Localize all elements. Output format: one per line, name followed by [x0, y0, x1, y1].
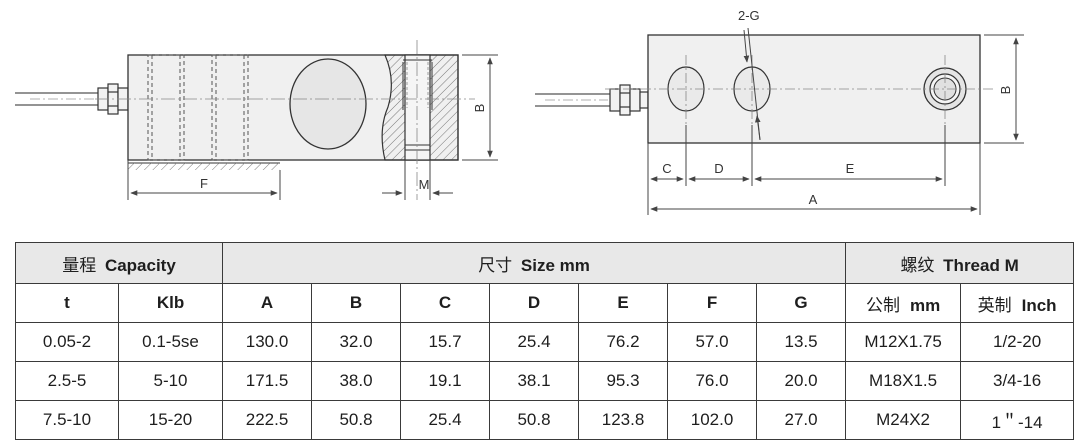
table-cell: 130.0: [222, 322, 313, 362]
table-row: 7.5-10 15-20 222.5 50.8 25.4 50.8 123.8 …: [15, 400, 1075, 440]
cable-gland-right: [609, 84, 649, 116]
table-cell: 0.1-5se: [117, 322, 224, 362]
col-t: t: [15, 283, 119, 323]
table-cell: 1/2-20: [960, 322, 1075, 362]
table-cell: M18X1.5: [845, 361, 962, 401]
table-cell: M12X1.75: [845, 322, 962, 362]
side-view: B F M: [15, 40, 498, 200]
table-cell: 32.0: [311, 322, 402, 362]
capacity-header: 量程 Capacity: [14, 242, 224, 284]
table-cell: M24X2: [845, 400, 962, 440]
cable-right: [535, 93, 610, 107]
table-cell: 57.0: [667, 322, 758, 362]
col-a: A: [222, 283, 313, 323]
col-klb: Klb: [117, 283, 224, 323]
table-cell: 15.7: [400, 322, 491, 362]
table-cell: 27.0: [756, 400, 847, 440]
table-cell: 50.8: [489, 400, 580, 440]
col-c: C: [400, 283, 491, 323]
dim-e-label: E: [846, 161, 855, 176]
spec-table: 量程 Capacity 尺寸 Size mm 螺纹 Thread M t Klb…: [14, 242, 1075, 440]
table-cell: 102.0: [667, 400, 758, 440]
top-view: 2-G B C D E A: [535, 8, 1024, 215]
dim-b-right-label: B: [998, 86, 1013, 95]
table-cell: 25.4: [400, 400, 491, 440]
table-cell: 20.0: [756, 361, 847, 401]
dim-b-right: [984, 34, 1024, 144]
cable-left: [15, 92, 98, 106]
dim-f-label: F: [200, 176, 208, 191]
dim-m-label: M: [419, 177, 430, 192]
table-cell: 50.8: [311, 400, 402, 440]
size-header: 尺寸 Size mm: [222, 242, 847, 284]
dim-c-label: C: [662, 161, 671, 176]
col-f: F: [667, 283, 758, 323]
table-cell: 15-20: [117, 400, 224, 440]
table-cell: 2.5-5: [15, 361, 119, 401]
mounting-holes-hidden: [147, 54, 249, 161]
load-cell-drawing: B F M: [15, 8, 1024, 215]
dim-d-label: D: [714, 161, 723, 176]
col-g: G: [756, 283, 847, 323]
threaded-hole-section: [381, 54, 459, 161]
table-group-header: 量程 Capacity 尺寸 Size mm 螺纹 Thread M: [14, 242, 1075, 284]
thread-header: 螺纹 Thread M: [845, 242, 1075, 284]
dim-2g: [743, 27, 761, 141]
table-cell: 38.1: [489, 361, 580, 401]
table-cell: 76.2: [578, 322, 669, 362]
table-cell: 95.3: [578, 361, 669, 401]
table-cell: 7.5-10: [15, 400, 119, 440]
dim-b-left: [462, 54, 498, 161]
table-cell: 76.0: [667, 361, 758, 401]
table-cell: 38.0: [311, 361, 402, 401]
gauge-pocket: [289, 58, 367, 150]
table-row: 0.05-2 0.1-5se 130.0 32.0 15.7 25.4 76.2…: [15, 322, 1075, 362]
col-e: E: [578, 283, 669, 323]
fixed-support-hatch: [128, 162, 280, 170]
dim-f: [127, 160, 281, 200]
table-cell: 171.5: [222, 361, 313, 401]
table-cell: 222.5: [222, 400, 313, 440]
table-cell: 123.8: [578, 400, 669, 440]
col-b: B: [311, 283, 402, 323]
dim-m: [382, 160, 453, 200]
table-cell: 25.4: [489, 322, 580, 362]
dim-2g-label: 2-G: [738, 8, 760, 23]
table-cell: 1＂-14: [960, 400, 1075, 440]
table-cell: 3/4-16: [960, 361, 1075, 401]
table-cell: 5-10: [117, 361, 224, 401]
table-cell: 0.05-2: [15, 322, 119, 362]
dim-b-left-label: B: [472, 104, 487, 113]
table-cell: 13.5: [756, 322, 847, 362]
dim-a-label: A: [809, 192, 818, 207]
table-cell: 19.1: [400, 361, 491, 401]
table-row: 2.5-5 5-10 171.5 38.0 19.1 38.1 95.3 76.…: [15, 361, 1075, 401]
col-d: D: [489, 283, 580, 323]
